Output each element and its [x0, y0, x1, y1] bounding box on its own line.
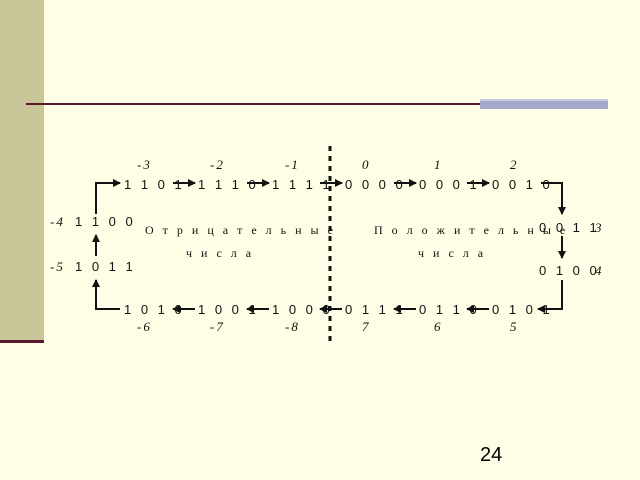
negative-label-line-2: ч и с л а: [186, 246, 254, 260]
bottom-code-0: 1 0 1 0: [124, 302, 185, 317]
bottom-code-4: 0 1 1 0: [419, 302, 480, 317]
title-rule-block: [480, 99, 608, 109]
bottom-value-2: -8: [285, 319, 300, 334]
bottom-value-0: -6: [137, 319, 152, 334]
arrow-bottom-left-elbow: [92, 279, 120, 310]
negative-label-line-1: О т р и ц а т е л ь н ы е: [145, 223, 336, 237]
top-code-3: 0 0 0 0: [345, 177, 406, 192]
bottom-code-5: 0 1 0 1: [492, 302, 553, 317]
top-code-5: 0 0 1 0: [492, 177, 553, 192]
top-value-3: 0: [362, 157, 371, 172]
title-rule: [26, 103, 482, 105]
bottom-value-5: 5: [510, 319, 519, 334]
arrow-top-left-elbow: [95, 179, 121, 214]
page-number: 24: [480, 444, 503, 466]
top-code-0: 1 1 0 1: [124, 177, 185, 192]
top-value-1: -2: [210, 157, 225, 172]
arrow-bottom-right-elbow: [537, 280, 563, 313]
bottom-value-3: 7: [362, 319, 371, 334]
right-value-0: 3: [594, 220, 604, 235]
top-value-0: -3: [137, 157, 152, 172]
top-code-2: 1 1 1 1: [272, 177, 333, 192]
bottom-code-2: 1 0 0 0: [272, 302, 333, 317]
left-value-1: -5: [50, 259, 65, 274]
bottom-code-3: 0 1 1 1: [345, 302, 406, 317]
top-code-1: 1 1 1 0: [198, 177, 259, 192]
right-code-1: 0 1 0 0: [539, 263, 600, 278]
top-code-4: 0 0 0 1: [419, 177, 480, 192]
left-decor-line: [0, 340, 44, 343]
bottom-code-1: 1 0 0 1: [198, 302, 259, 317]
left-value-0: -4: [50, 214, 65, 229]
top-value-5: 2: [510, 157, 519, 172]
left-decor-bar: [0, 0, 44, 340]
arrow-top-right-elbow: [541, 182, 566, 215]
positive-label-line-2: ч и с л а: [418, 246, 486, 260]
right-code-0: 0 0 1 1: [539, 220, 600, 235]
left-code-0: 1 1 0 0: [75, 214, 136, 229]
bottom-value-4: 6: [434, 319, 443, 334]
bottom-value-1: -7: [210, 319, 225, 334]
left-code-1: 1 0 1 1: [75, 259, 136, 274]
top-value-2: -1: [285, 157, 300, 172]
right-value-1: 4: [595, 263, 604, 278]
positive-label-line-1: П о л о ж и т е л ь н ы е: [374, 223, 568, 237]
top-value-4: 1: [434, 157, 443, 172]
